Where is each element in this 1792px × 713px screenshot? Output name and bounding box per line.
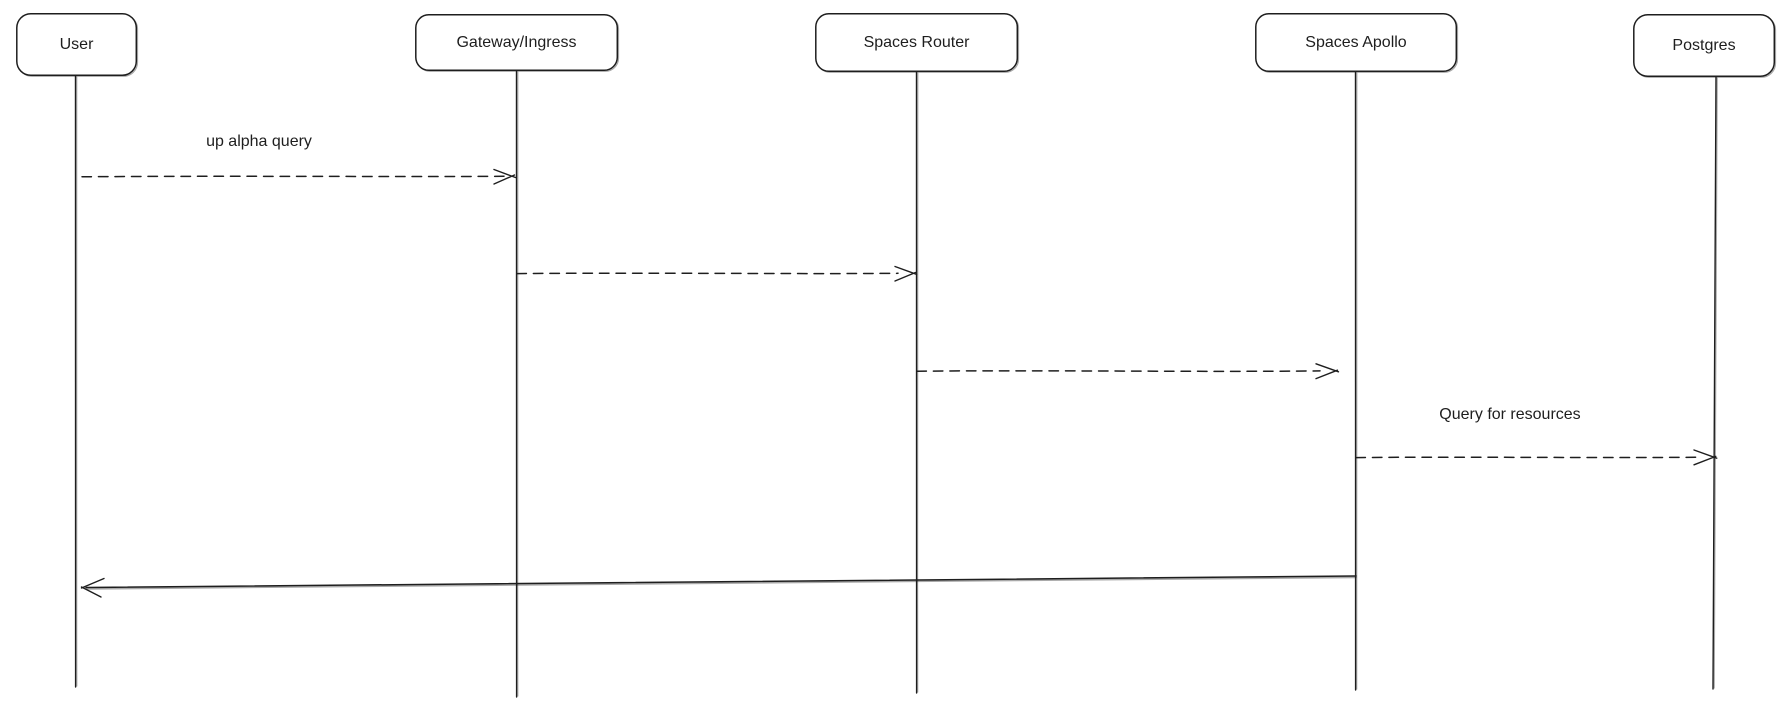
message-arrow-apollo-to-postgres: [1355, 449, 1718, 466]
message-arrow-gateway-to-router: [516, 265, 918, 282]
actor-box-spaces-router: [815, 13, 1020, 73]
actor-box-spaces-apollo: [1255, 13, 1459, 73]
actor-box-gateway-ingress: [415, 14, 620, 72]
lifeline-spaces-router: [915, 71, 919, 694]
message-arrow-apollo-to-user-return: [80, 575, 1357, 598]
lifeline-spaces-apollo: [1354, 71, 1358, 691]
message-arrow-user-to-gateway: [81, 168, 517, 185]
actor-box-postgres: [1633, 14, 1777, 78]
lifeline-gateway-ingress: [515, 70, 519, 698]
message-arrow-router-to-apollo: [916, 363, 1340, 380]
lifeline-postgres: [1712, 76, 1718, 690]
actor-box-user: [16, 13, 139, 77]
lifeline-user: [74, 75, 78, 688]
